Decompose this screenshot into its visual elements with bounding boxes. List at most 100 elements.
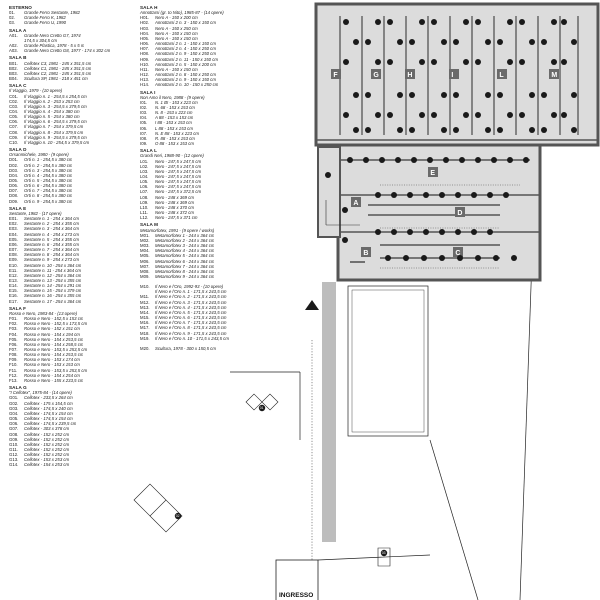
legend-item: L09.Nero - 248 x 369 cm <box>140 200 300 205</box>
artwork-marker-icon <box>475 59 481 65</box>
artwork-marker-icon <box>431 112 437 118</box>
legend-item-code: G11. <box>9 446 18 452</box>
legend-item: I01.N. 1 BI - 153 x 223 cm <box>140 100 300 105</box>
legend-item-text: Il Nero e l'Oro n. 6 - 171,5 x 243,5 cm <box>155 315 227 321</box>
artwork-marker-icon <box>353 127 359 133</box>
legend-item-text: Scultura, 1978 - 300 x 150,5 cm <box>155 345 216 351</box>
legend-item: E07.Sestante n. 7 - 254 x 364 cm <box>9 247 137 252</box>
artwork-marker-icon <box>511 255 517 261</box>
legend-item-text: Il Nero e l'Oro n. 8 - 171,5 x 243,5 cm <box>155 325 227 331</box>
legend-item-code: M20. <box>140 345 150 351</box>
legend-item-code: H14. <box>140 82 150 88</box>
legend-item: I06.L 88 - 153 x 153 cm <box>140 126 300 131</box>
legend-item-code: C09. <box>9 134 19 140</box>
legend-item: H04.Nero A - 150 x 150 cm <box>140 31 300 36</box>
room-label-i: I <box>449 69 459 79</box>
legend-item: H02.Annottarsi 2 n. 3 - 150 x 150 cm <box>140 20 300 25</box>
legend-item: F06.Rosso e Nero - 154 x 258,5 cm <box>9 342 137 347</box>
legend-item-text: Cellotex - 152 x 252 cm <box>24 431 70 437</box>
legend-item-code: L03. <box>140 168 149 174</box>
legend-item-text: Grande Plastica, 1978 - 5 x 5 m <box>24 43 85 49</box>
legend-item: L01.Nero - 247,5 x 247,5 cm <box>140 159 300 164</box>
sculpture-marker-text: 02 <box>176 514 180 518</box>
legend-item-code: H01. <box>140 15 150 21</box>
legend-item: G07.Cellotex - 303 x 378 cm <box>9 426 137 431</box>
artwork-marker-icon <box>493 255 499 261</box>
legend-item-code: D04. <box>9 172 19 178</box>
artwork-marker-icon <box>485 39 491 45</box>
artwork-marker-icon <box>529 92 535 98</box>
legend-item: D09.Orti n. 9 - 254,5 x 380 cm <box>9 199 137 204</box>
legend-item-code: F07. <box>9 347 18 352</box>
artwork-marker-icon <box>551 112 557 118</box>
artwork-marker-icon <box>343 19 349 25</box>
legend-item-code: E03. <box>9 226 18 232</box>
artwork-marker-icon <box>342 207 348 213</box>
legend-item-code: H02. <box>140 20 150 26</box>
legend-item-code: L04. <box>140 174 149 179</box>
legend-item-text: Metamorfotex 2 - 244 x 364 cm <box>155 237 215 243</box>
legend-item-code: B01. <box>9 60 18 66</box>
room-label-box <box>331 69 341 79</box>
legend-item: G03.Cellotex - 174,5 x 240 cm <box>9 406 137 411</box>
legend-item-code: F03. <box>9 326 18 332</box>
legend-item-text: Il Nero e l'Oro n. 3 - 171,5 x 243,5 cm <box>155 299 227 305</box>
legend-item-code: H05. <box>140 35 150 41</box>
legend-item-text: Rosso e Nero - 152 x 151 cm <box>24 326 80 332</box>
legend-item: E01.Sestante n. 1 - 254 x 364 cm <box>9 216 137 221</box>
legend-section: SALA G"I Cellotex", 1975-84 - (14 opere)… <box>9 385 137 468</box>
legend-item-code: M17. <box>140 325 150 331</box>
legend-item-code: H04. <box>140 30 150 36</box>
legend-item-text: Nero - 247,5 x 372,5 cm <box>155 189 202 195</box>
legend-item-text: Orti n. 5 - 254,5 x 380 cm <box>24 178 73 183</box>
legend-item: E04.Sestante n. 4 - 254 x 273 cm <box>9 232 137 237</box>
legend-item-code: I06. <box>140 125 148 131</box>
legend-item-text: Nero - 248 x 369 cm <box>155 199 194 205</box>
legend-item-code: F12. <box>9 372 18 378</box>
legend-item-code: C01. <box>9 93 19 99</box>
artwork-marker-icon <box>487 192 493 198</box>
legend-item-code: L01. <box>140 158 149 164</box>
legend-section-subtitle: Non Amo il Nero, 1988 - (9 opere) <box>140 94 205 100</box>
legend-item: H06.Annottarsi 2 n. 1 - 150 x 150 cm <box>140 41 300 46</box>
legend-item: E06.Sestante n. 6 - 254 x 355 cm <box>9 242 137 247</box>
artwork-marker-icon <box>441 92 447 98</box>
artwork-marker-icon <box>409 39 415 45</box>
artwork-marker-icon <box>439 192 445 198</box>
artwork-marker-icon <box>409 92 415 98</box>
legend-item: G13.Cellotex - 153 x 253 cm <box>9 457 137 462</box>
legend-item-text: Rosso e Nero - 153,5 x 253,5 cm <box>24 347 88 352</box>
artwork-marker-icon <box>453 92 459 98</box>
legend-item-code: M08. <box>140 268 150 274</box>
legend-item-code: C10. <box>9 139 19 145</box>
room-label-m: M <box>549 69 559 79</box>
legend-item-text: Cellotex C3, 1981 - 245 x 351,5 cm <box>24 60 92 66</box>
legend-item-text: Il Viaggio n. 8 - 254 x 379,5 cm <box>24 129 84 135</box>
legend-item: G11. Cellotex - 152 x 252 cm <box>9 447 137 452</box>
legend-item-code: E07. <box>9 247 18 253</box>
artwork-marker-icon <box>379 157 385 163</box>
artwork-marker-icon <box>407 229 413 235</box>
artwork-marker-icon <box>375 112 381 118</box>
legend-item-code: L07. <box>140 189 149 195</box>
legend-item-text: Sestante n. 4 - 254 x 273 cm <box>24 231 79 237</box>
legend-item-text: Rosso e Nero - 154 x 254 cm <box>24 372 80 378</box>
room-label-text: D <box>457 210 462 217</box>
legend-item: E13.Sestante n. 13 - 254 x 355 cm <box>9 278 137 283</box>
legend-item-text: Cellotex - 152 x 252 cm <box>24 446 70 452</box>
room-label-box <box>351 197 361 207</box>
legend-section-subtitle: Sestante, 1982 - (17 opere) <box>9 210 62 216</box>
artwork-marker-icon <box>343 112 349 118</box>
legend-item-code: H12. <box>140 72 150 78</box>
legend-item: M15.Il Nero e l'Oro n. 6 - 171,5 x 243,5… <box>140 315 300 320</box>
sculpture-marker-text: 03 <box>382 551 386 555</box>
legend-item: G09.Cellotex - 152 x 252 cm <box>9 437 137 442</box>
artwork-marker-icon <box>375 229 381 235</box>
legend-item-text: Annottarsi 2 n. 9 - 150 x 250 cm <box>155 51 216 57</box>
artwork-marker-icon <box>353 92 359 98</box>
legend-item-text: Nero A - 150 x 250 cm <box>155 25 198 31</box>
entrance-gate <box>275 559 319 600</box>
